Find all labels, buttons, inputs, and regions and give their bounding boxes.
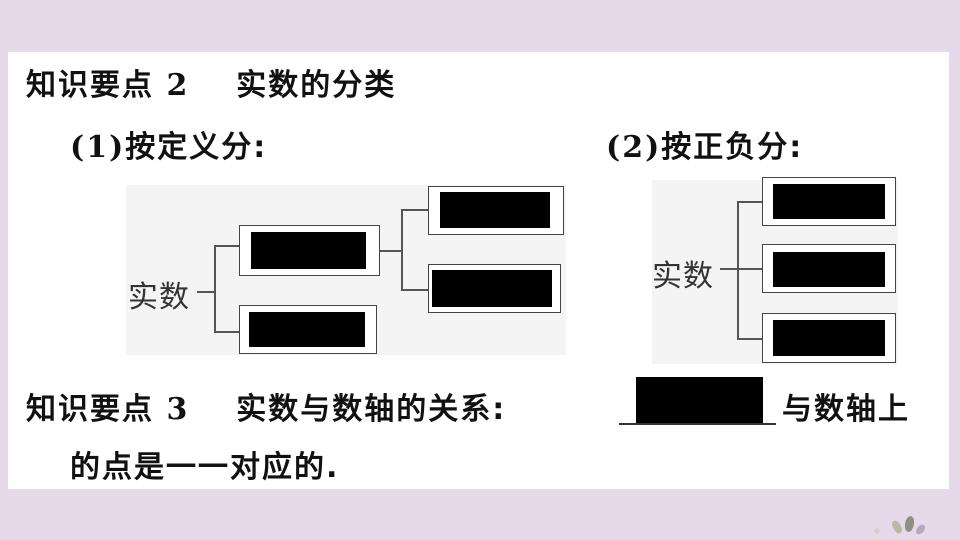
diagram1-blank-box xyxy=(239,305,377,354)
diagram1-connector xyxy=(214,245,216,332)
part1-label: 按定义分: xyxy=(125,130,268,165)
diagram1-connector xyxy=(214,331,239,333)
diagram2-connector xyxy=(737,201,762,203)
point2-heading: 知识要点 2 实数的分类 xyxy=(26,60,396,104)
diagram2-root: 实数 xyxy=(652,259,714,294)
point3-number: 3 xyxy=(166,392,190,427)
answer-blank xyxy=(636,377,763,424)
part2-heading: (2)按正负分: xyxy=(606,122,803,166)
point2-number: 2 xyxy=(166,68,190,103)
point3-heading: 知识要点 3 实数与数轴的关系: xyxy=(26,384,506,428)
answer-blank-underline xyxy=(619,423,776,425)
diagram1-connector xyxy=(380,250,402,252)
point3-line2: 的点是一一对应的. xyxy=(70,450,340,485)
decorative-leaf-icon xyxy=(874,528,880,534)
diagram1-root: 实数 xyxy=(128,280,190,315)
diagram1-connector xyxy=(214,245,239,247)
diagram1-connector xyxy=(401,209,428,211)
diagram1-blank-box xyxy=(239,225,380,276)
diagram2-blank-box xyxy=(762,244,896,293)
decorative-leaf-icon xyxy=(890,518,904,536)
part1-index: (1) xyxy=(70,130,126,165)
diagram2-connector xyxy=(737,201,739,339)
diagram2-blank-box xyxy=(762,177,896,226)
diagram1-connector xyxy=(401,289,428,291)
diagram1-blank-box xyxy=(428,186,564,235)
diagram1-blank-box xyxy=(428,264,561,313)
diagram2-connector xyxy=(737,338,762,340)
decorative-leaf-icon xyxy=(903,515,916,533)
diagram2-connector xyxy=(720,268,738,270)
diagram2-connector xyxy=(737,268,762,270)
point3-label: 知识要点 xyxy=(26,392,154,427)
point3-after-blank: 与数轴上 xyxy=(782,392,910,427)
diagram1-connector xyxy=(197,291,215,293)
diagram2-blank-box xyxy=(762,313,896,363)
point3-title: 实数与数轴的关系: xyxy=(236,392,507,427)
point2-title: 实数的分类 xyxy=(236,68,397,103)
decorative-leaf-icon xyxy=(914,523,927,536)
diagram1-connector xyxy=(401,209,403,290)
part1-heading: (1)按定义分: xyxy=(70,122,267,166)
part2-label: 按正负分: xyxy=(661,130,804,165)
point2-label: 知识要点 xyxy=(26,68,154,103)
part2-index: (2) xyxy=(606,130,662,165)
